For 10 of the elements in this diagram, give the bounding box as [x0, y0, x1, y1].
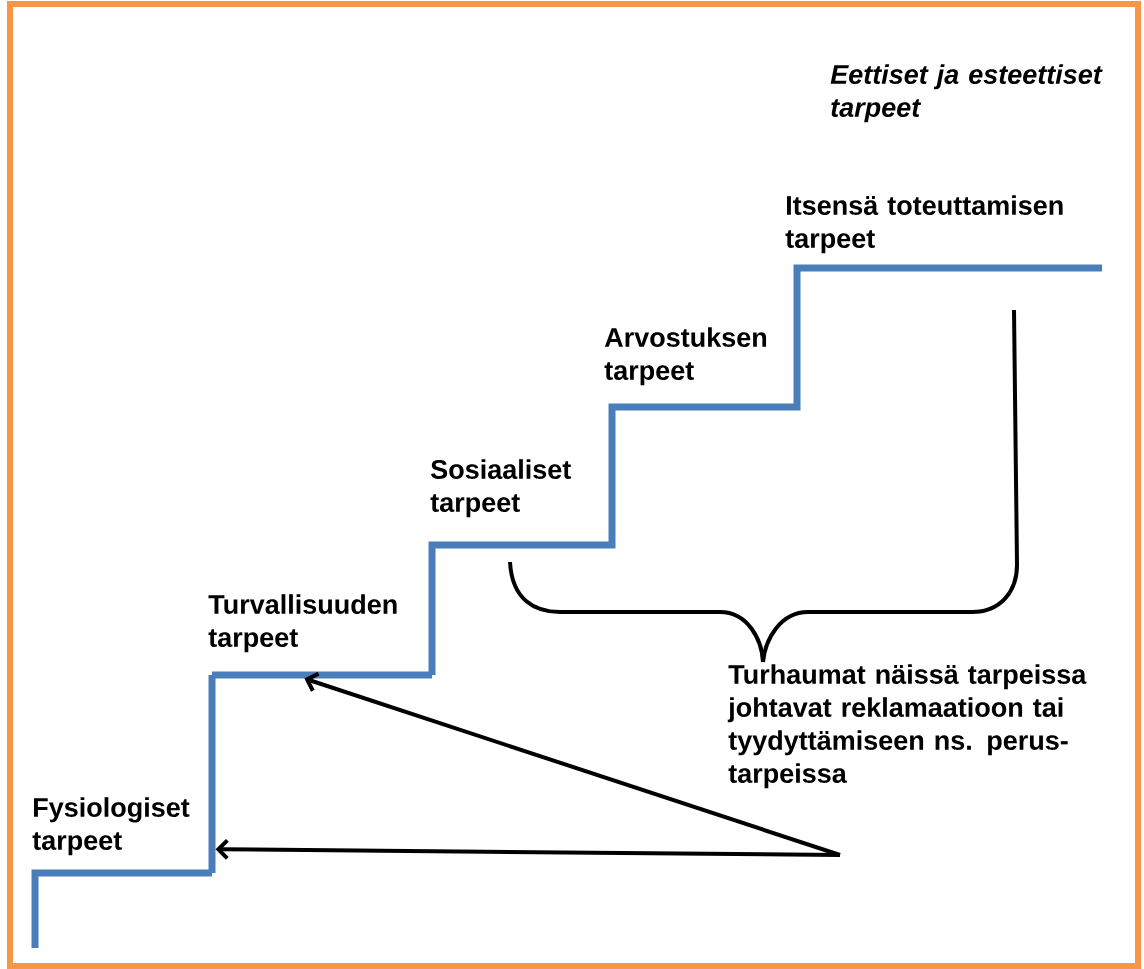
step-label: Turvallisuuden tarpeet — [208, 594, 397, 653]
step-label: Itsensä toteuttamisen tarpeet — [785, 195, 1063, 254]
stair-step — [208, 675, 216, 873]
step-label: Eettiset ja esteettiset tarpeet — [830, 64, 1103, 123]
step-label: Turhaumat näissä tarpeissa johtavat reklamaatioon tai tyydyttämiseen ns. perus- tarpeissa — [727, 664, 1087, 789]
arrow — [215, 838, 841, 860]
step-label: Sosiaaliset tarpeet — [430, 459, 571, 518]
step-label: Fysiologiset tarpeet — [32, 797, 190, 856]
stair-step — [212, 671, 432, 679]
step-label: Arvostuksen tarpeet — [604, 327, 767, 386]
